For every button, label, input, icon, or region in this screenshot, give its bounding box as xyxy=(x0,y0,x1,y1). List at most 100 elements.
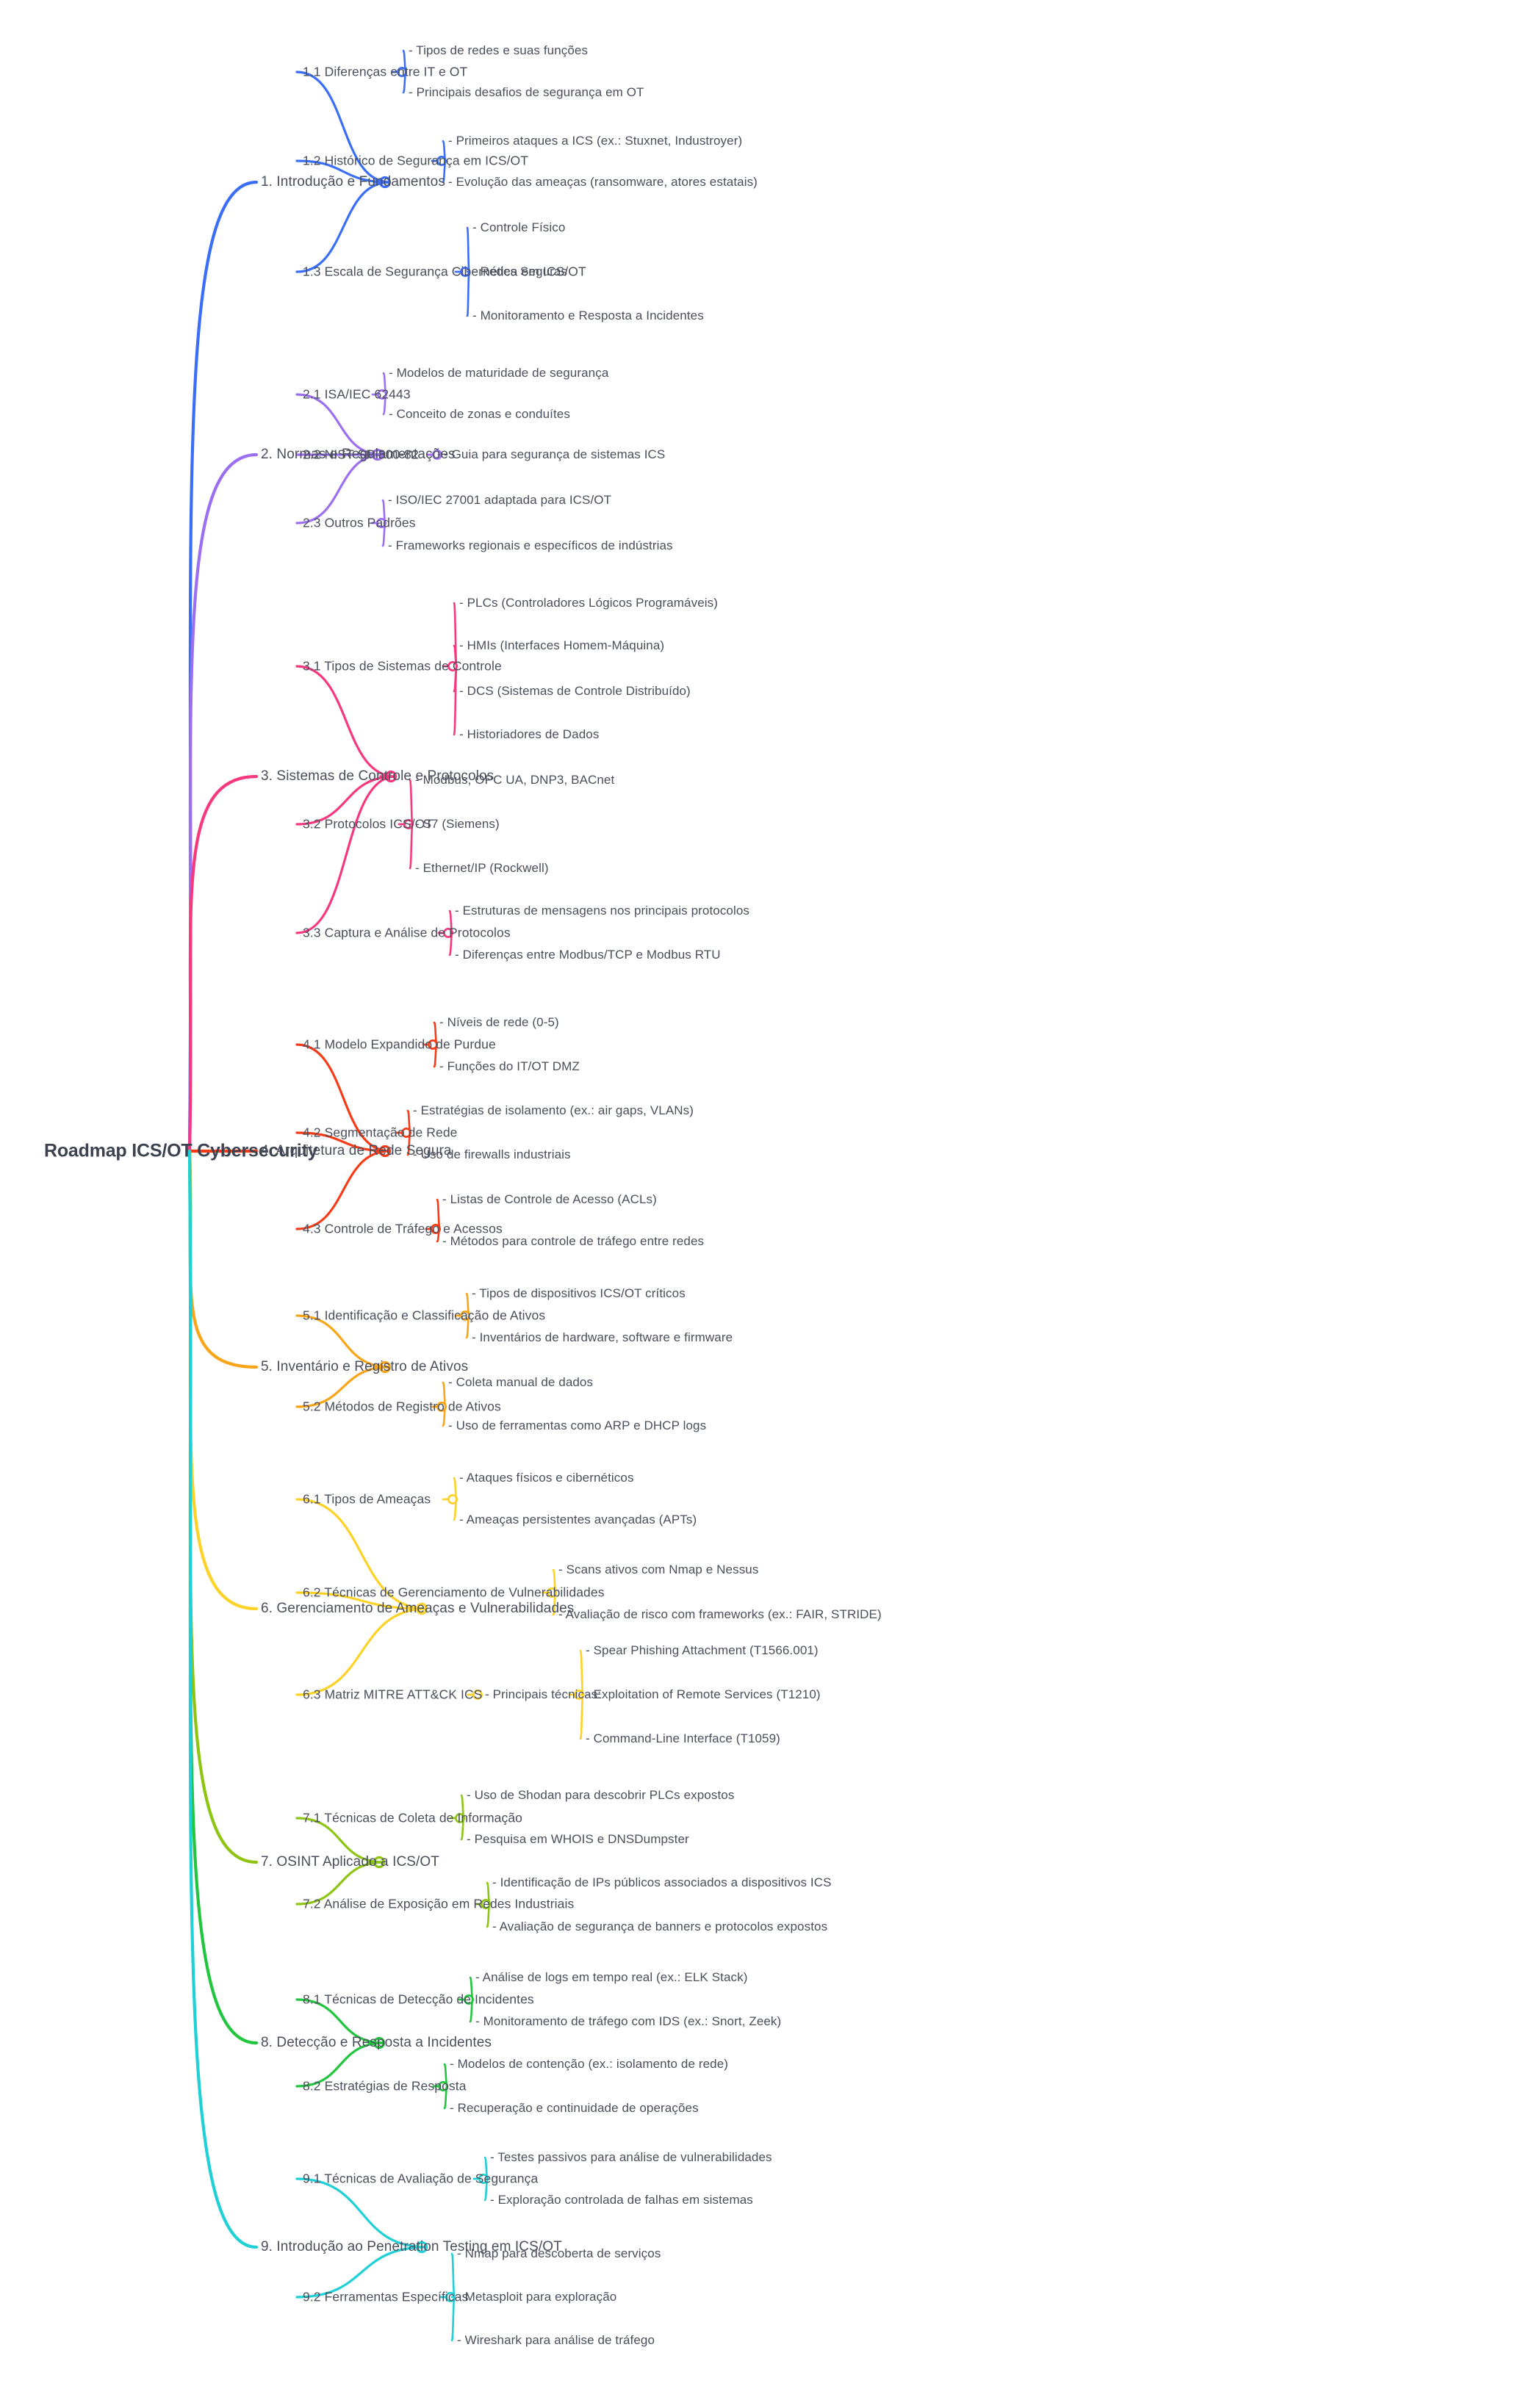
subbranch-label-b4-2[interactable]: 4.2 Segmentação de Rede xyxy=(303,1125,458,1140)
leaf-label-b4-1-2[interactable]: - Funções do IT/OT DMZ xyxy=(439,1059,580,1073)
leaf-label-b7-1-1[interactable]: - Uso de Shodan para descobrir PLCs expo… xyxy=(467,1788,735,1802)
branch-label-b5[interactable]: 5. Inventário e Registro de Ativos xyxy=(261,1359,469,1374)
leaf-label-b6-1-2[interactable]: - Ameaças persistentes avançadas (APTs) xyxy=(459,1513,697,1526)
subbranch-label-b8-1[interactable]: 8.1 Técnicas de Detecção de Incidentes xyxy=(303,1991,534,2007)
leaf-label-b5-2-2[interactable]: - Uso de ferramentas como ARP e DHCP log… xyxy=(448,1419,707,1432)
mindmap-connector xyxy=(453,1477,458,1501)
subbranch-label-b5-2[interactable]: 5.2 Métodos de Registro de Ativos xyxy=(303,1399,501,1414)
subbranch-label-b7-1[interactable]: 7.1 Técnicas de Coleta de Informação xyxy=(303,1810,523,1825)
leaf-label-b1-1-2[interactable]: - Principais desafios de segurança em OT xyxy=(409,85,644,99)
branch-label-b9[interactable]: 9. Introdução ao Penetration Testing em … xyxy=(261,2239,562,2254)
leaf-label-b3-1-4[interactable]: - Historiadores de Dados xyxy=(459,727,600,741)
leaf-label-b4-2-1[interactable]: - Estratégias de isolamento (ex.: air ga… xyxy=(413,1103,694,1117)
leaf-label-b7-2-2[interactable]: - Avaliação de segurança de banners e pr… xyxy=(492,1919,828,1933)
leaf-label-b7-1-2[interactable]: - Pesquisa em WHOIS e DNSDumpster xyxy=(467,1832,689,1846)
leaf-label-b3-1-2[interactable]: - HMIs (Interfaces Homem-Máquina) xyxy=(459,638,665,652)
mindmap-connector xyxy=(453,602,458,668)
subbranch-label-b1-2[interactable]: 1.2 Histórico de Segurança em ICS/OT xyxy=(303,153,529,168)
leaf-label-b2-1-1[interactable]: - Modelos de maturidade de segurança xyxy=(389,366,609,380)
subbranch-label-b9-2[interactable]: 9.2 Ferramentas Específicas xyxy=(303,2289,469,2304)
mindmap-connector xyxy=(295,1607,428,1696)
branch-label-b4[interactable]: 4. Arquitetura de Rede Segura xyxy=(261,1143,452,1158)
leaf-label-b2-2-1[interactable]: - Guia para segurança de sistemas ICS xyxy=(444,447,666,461)
subbranch-label-b3-2[interactable]: 3.2 Protocolos ICS/OT xyxy=(303,816,434,832)
leaf-label-b6-1-1[interactable]: - Ataques físicos e cibernéticos xyxy=(459,1471,634,1485)
leaf-label-b7-2-1[interactable]: - Identificação de IPs públicos associad… xyxy=(492,1875,832,1889)
leaf-label-b3-2-2[interactable]: - S7 (Siemens) xyxy=(415,817,500,831)
leaf-label-b3-2-1[interactable]: - Modbus, OPC UA, DNP3, BACnet xyxy=(415,773,615,787)
subbranch-label-b2-3[interactable]: 2.3 Outros Padrões xyxy=(303,515,416,530)
mindmap-connector xyxy=(187,1149,259,1864)
leaf-label-b2-3-2[interactable]: - Frameworks regionais e específicos de … xyxy=(388,538,673,552)
leaf-label-b9-2-2[interactable]: - Metasploit para exploração xyxy=(457,2290,617,2304)
mindmap-connector xyxy=(187,1149,259,2045)
mindmap-connector xyxy=(187,1149,259,2249)
subbranch-label-b4-3[interactable]: 4.3 Controle de Tráfego e Acessos xyxy=(303,1221,503,1236)
leaf-label-b8-2-1[interactable]: - Modelos de contenção (ex.: isolamento … xyxy=(450,2057,729,2071)
subbranch-label-b8-2[interactable]: 8.2 Estratégias de Resposta xyxy=(303,2078,467,2094)
branch-label-b6[interactable]: 6. Gerenciamento de Ameaças e Vulnerabil… xyxy=(261,1601,575,1616)
mindmap-connector xyxy=(453,1498,458,1521)
branch-label-b2[interactable]: 2. Normas e Regulamentações xyxy=(261,447,456,462)
leaf-label-b6-3-1-3[interactable]: - Command-Line Interface (T1059) xyxy=(586,1731,780,1745)
leaf-label-b8-1-1[interactable]: - Análise de logs em tempo real (ex.: EL… xyxy=(475,1970,748,1984)
mindmap-connector xyxy=(295,665,398,778)
subbranch-label-b5-1[interactable]: 5.1 Identificação e Classificação de Ati… xyxy=(303,1308,546,1323)
branch-label-b7[interactable]: 7. OSINT Aplicado a ICS/OT xyxy=(261,1854,440,1870)
subbranch-label-b2-2[interactable]: 2.2 NIST SP 800-82 xyxy=(303,447,419,462)
leaf-label-b4-3-1[interactable]: - Listas de Controle de Acesso (ACLs) xyxy=(442,1192,657,1206)
leaf-label-b5-1-2[interactable]: - Inventários de hardware, software e fi… xyxy=(472,1330,733,1344)
leaf-label-b1-3-2[interactable]: - Redes Seguras xyxy=(472,264,568,278)
mindmap-connector xyxy=(295,775,398,934)
leaf-label-b3-3-1[interactable]: - Estruturas de mensagens nos principais… xyxy=(455,904,750,918)
mindmap-connector xyxy=(453,665,458,736)
leaf-label-b1-2-1[interactable]: - Primeiros ataques a ICS (ex.: Stuxnet,… xyxy=(448,134,743,148)
mindmap-node-dot[interactable] xyxy=(447,1494,458,1504)
leaf-label-b1-2-2[interactable]: - Evolução das ameaças (ransomware, ator… xyxy=(448,175,758,189)
subbranch-label-b2-1[interactable]: 2.1 ISA/IEC 62443 xyxy=(303,386,411,402)
subbranch-label-b7-2[interactable]: 7.2 Análise de Exposição em Redes Indust… xyxy=(303,1896,575,1911)
leaf-label-b9-1-1[interactable]: - Testes passivos para análise de vulner… xyxy=(490,2150,772,2164)
leaf-label-b1-3-3[interactable]: - Monitoramento e Resposta a Incidentes xyxy=(472,309,704,322)
leaf-label-b6-3-1-1[interactable]: - Spear Phishing Attachment (T1566.001) xyxy=(586,1643,819,1657)
subbranch-label-b1-3[interactable]: 1.3 Escala de Segurança Cibernética em I… xyxy=(303,264,586,279)
subbranch-label-b3-1[interactable]: 3.1 Tipos de Sistemas de Controle xyxy=(303,658,502,674)
leaf-label-b3-1-3[interactable]: - DCS (Sistemas de Controle Distribuído) xyxy=(459,684,691,698)
subbranch-label-b1-1[interactable]: 1.1 Diferenças entre IT e OT xyxy=(303,64,468,79)
leaf-label-b5-1-1[interactable]: - Tipos de dispositivos ICS/OT críticos xyxy=(472,1286,686,1300)
subbranch-label-b6-1[interactable]: 6.1 Tipos de Ameaças xyxy=(303,1491,431,1507)
subbranch-label-b6-3[interactable]: 6.3 Matriz MITRE ATT&CK ICS xyxy=(303,1687,483,1702)
leaf-label-b4-3-2[interactable]: - Métodos para controle de tráfego entre… xyxy=(442,1234,705,1248)
subbranch-label-b3-3[interactable]: 3.3 Captura e Análise de Protocolos xyxy=(303,925,511,940)
leaf-label-b9-2-1[interactable]: - Nmap para descoberta de serviços xyxy=(457,2246,661,2260)
subbranch-label-b9-1[interactable]: 9.1 Técnicas de Avaliação de Segurança xyxy=(303,2171,539,2186)
subbranch-label-b4-1[interactable]: 4.1 Modelo Expandido de Purdue xyxy=(303,1037,496,1052)
leaf-label-b3-2-3[interactable]: - Ethernet/IP (Rockwell) xyxy=(415,861,549,875)
mindmap-connector xyxy=(187,774,259,1153)
subbranch-label-b6-2[interactable]: 6.2 Técnicas de Gerenciamento de Vulnera… xyxy=(303,1585,605,1600)
leaf-label-b8-2-2[interactable]: - Recuperação e continuidade de operaçõe… xyxy=(450,2101,699,2115)
leaf-label-b5-2-1[interactable]: - Coleta manual de dados xyxy=(448,1375,594,1389)
mindmap-connector xyxy=(295,393,384,456)
leaf-label-b4-2-2[interactable]: - Uso de firewalls industriais xyxy=(413,1147,571,1161)
leaf-label-b6-2-1[interactable]: - Scans ativos com Nmap e Nessus xyxy=(558,1562,759,1576)
mindmap-connector xyxy=(295,1150,392,1230)
branch-label-b1[interactable]: 1. Introdução e Fundamentos xyxy=(261,174,445,190)
mindmap-connector xyxy=(187,180,259,1153)
leaf-label-b2-1-2[interactable]: - Conceito de zonas e conduítes xyxy=(389,407,570,421)
leaf-label-b6-2-2[interactable]: - Avaliação de risco com frameworks (ex.… xyxy=(558,1607,882,1621)
leaf-label-b9-2-3[interactable]: - Wireshark para análise de tráfego xyxy=(457,2333,655,2347)
leaf-label-b1-1-1[interactable]: - Tipos de redes e suas funções xyxy=(409,43,589,57)
leaf-label-b1-3-1[interactable]: - Controle Físico xyxy=(472,220,566,234)
leaf-label-b3-1-1[interactable]: - PLCs (Controladores Lógicos Programáve… xyxy=(459,596,718,610)
leaf-label-b4-1-1[interactable]: - Níveis de rede (0-5) xyxy=(439,1015,559,1029)
leaf-label-b9-1-2[interactable]: - Exploração controlada de falhas em sis… xyxy=(490,2193,753,2207)
leaf-label-b8-1-2[interactable]: - Monitoramento de tráfego com IDS (ex.:… xyxy=(475,2014,782,2028)
leaf-label-b6-3-1-2[interactable]: - Exploitation of Remote Services (T1210… xyxy=(586,1687,821,1701)
branch-label-b8[interactable]: 8. Detecção e Resposta a Incidentes xyxy=(261,2035,492,2050)
mindmap-connector xyxy=(295,453,384,525)
leaf-label-b6-3-1[interactable]: - Principais técnicas: xyxy=(485,1687,602,1701)
branch-label-b3[interactable]: 3. Sistemas de Controle e Protocolos xyxy=(261,768,495,784)
leaf-label-b2-3-1[interactable]: - ISO/IEC 27001 adaptada para ICS/OT xyxy=(388,493,612,507)
leaf-label-b3-3-2[interactable]: - Diferenças entre Modbus/TCP e Modbus R… xyxy=(455,948,721,962)
